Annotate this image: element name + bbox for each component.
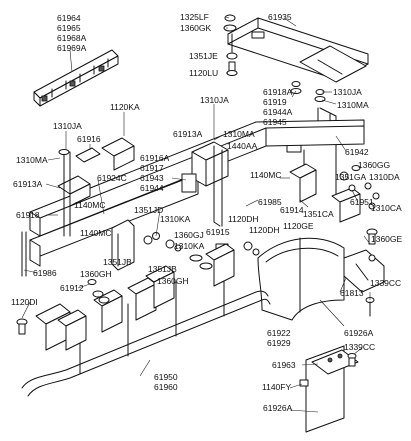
label-1120KA: 1120KA: [110, 102, 140, 112]
mud-flap-part: [299, 297, 375, 433]
label-1310JA-right: 1310JA: [333, 87, 362, 97]
label-1310MA-left: 1310MA: [16, 155, 48, 165]
left-bracket-part: [57, 137, 135, 237]
label-61950: 61950: [154, 372, 178, 382]
label-61942: 61942: [345, 147, 369, 157]
label-1351JB-1: 1351JB: [103, 257, 132, 267]
label-61968A: 61968A: [57, 33, 87, 43]
step-rail-part: [33, 49, 119, 107]
label-1351JB-2: 1351JB: [148, 264, 177, 274]
label-61944A: 61944A: [263, 107, 293, 117]
label-61926A-2: 61926A: [263, 403, 293, 413]
label-1310DA: 1310DA: [369, 172, 400, 182]
label-61813: 61813: [340, 288, 364, 298]
leader-lines: [21, 16, 371, 413]
label-61916A: 61916A: [140, 153, 170, 163]
label-61917: 61917: [140, 163, 164, 173]
label-61918: 61918: [16, 210, 40, 220]
fender-bracket-part: [343, 249, 385, 293]
label-61924C: 61924C: [97, 173, 127, 183]
threaded-rod-part: [21, 231, 27, 277]
label-1120DI: 1120DI: [11, 297, 38, 307]
label-1325LF: 1325LF: [180, 12, 209, 22]
upper-bracket-part: [227, 17, 369, 83]
label-1351JE: 1351JE: [189, 51, 218, 61]
label-1339CC-2: 1339CC: [344, 342, 375, 352]
label-1360GE: 1360GE: [371, 234, 403, 244]
label-61969A: 61969A: [57, 43, 87, 53]
label-1120DH-1: 1120DH: [228, 214, 259, 224]
label-1310KA-1: 1310KA: [160, 214, 191, 224]
label-1310MA-right: 1310MA: [337, 100, 369, 110]
label-1339CC-1: 1339CC: [370, 278, 401, 288]
label-61912: 61912: [60, 283, 84, 293]
label-61918A: 61918A: [263, 87, 293, 97]
label-1351JD: 1351JD: [134, 205, 163, 215]
label-1310MA-mid: 1310MA: [223, 129, 255, 139]
label-61935: 61935: [268, 12, 292, 22]
label-1310JA-left: 1310JA: [53, 121, 82, 131]
label-61919: 61919: [263, 97, 287, 107]
part-labels: 61964 61965 61968A 61969A 1325LF 1360GK …: [11, 12, 403, 413]
label-1120GE: 1120GE: [283, 221, 314, 231]
label-1360GH-2: 1360GH: [157, 276, 189, 286]
label-61926A-1: 61926A: [344, 328, 374, 338]
label-61913A-mid: 61913A: [173, 129, 203, 139]
label-61915: 61915: [206, 227, 230, 237]
label-1351CA: 1351CA: [303, 209, 334, 219]
label-1140FY: 1140FY: [262, 382, 291, 392]
label-61914: 61914: [280, 205, 304, 215]
label-1140MC-left1: 1140MC: [74, 200, 106, 210]
label-1360GJ: 1360GJ: [174, 230, 204, 240]
label-61985: 61985: [258, 197, 282, 207]
label-1440AA: 1440AA: [227, 141, 258, 151]
label-1360GG: 1360GG: [358, 160, 390, 170]
label-1360GK-top: 1360GK: [180, 23, 212, 33]
label-61965: 61965: [57, 23, 81, 33]
fender-part: [257, 237, 345, 321]
label-1310KA-2: 1310KA: [174, 241, 205, 251]
lower-step-tube: [21, 261, 271, 397]
top-fastener-stack: [223, 14, 238, 76]
lower-clamp-plates: [16, 243, 235, 351]
label-61960: 61960: [154, 382, 178, 392]
label-1310JA-mid: 1310JA: [200, 95, 229, 105]
label-1310CA: 1310CA: [371, 203, 402, 213]
label-61951: 61951: [350, 197, 374, 207]
label-61916: 61916: [77, 134, 101, 144]
label-61943: 61943: [140, 173, 164, 183]
label-61922: 61922: [267, 328, 291, 338]
center-bracket-part: [181, 141, 229, 227]
label-61964: 61964: [57, 13, 81, 23]
parts-artwork: [16, 14, 385, 433]
label-1140MC-mid: 1140MC: [250, 170, 282, 180]
label-1140MC-left2: 1140MC: [80, 228, 112, 238]
label-61963: 61963: [272, 360, 296, 370]
label-1351GA: 1351GA: [335, 172, 367, 182]
label-61929: 61929: [267, 338, 291, 348]
label-61986: 61986: [33, 268, 57, 278]
label-1120LU: 1120LU: [189, 68, 218, 78]
right-bolt-cluster: [351, 165, 378, 245]
label-61945: 61945: [263, 117, 287, 127]
label-61913A-left: 61913A: [13, 179, 43, 189]
label-1360GH-1: 1360GH: [80, 269, 112, 279]
label-61944: 61944: [140, 183, 164, 193]
label-1120DH-2: 1120DH: [249, 225, 280, 235]
